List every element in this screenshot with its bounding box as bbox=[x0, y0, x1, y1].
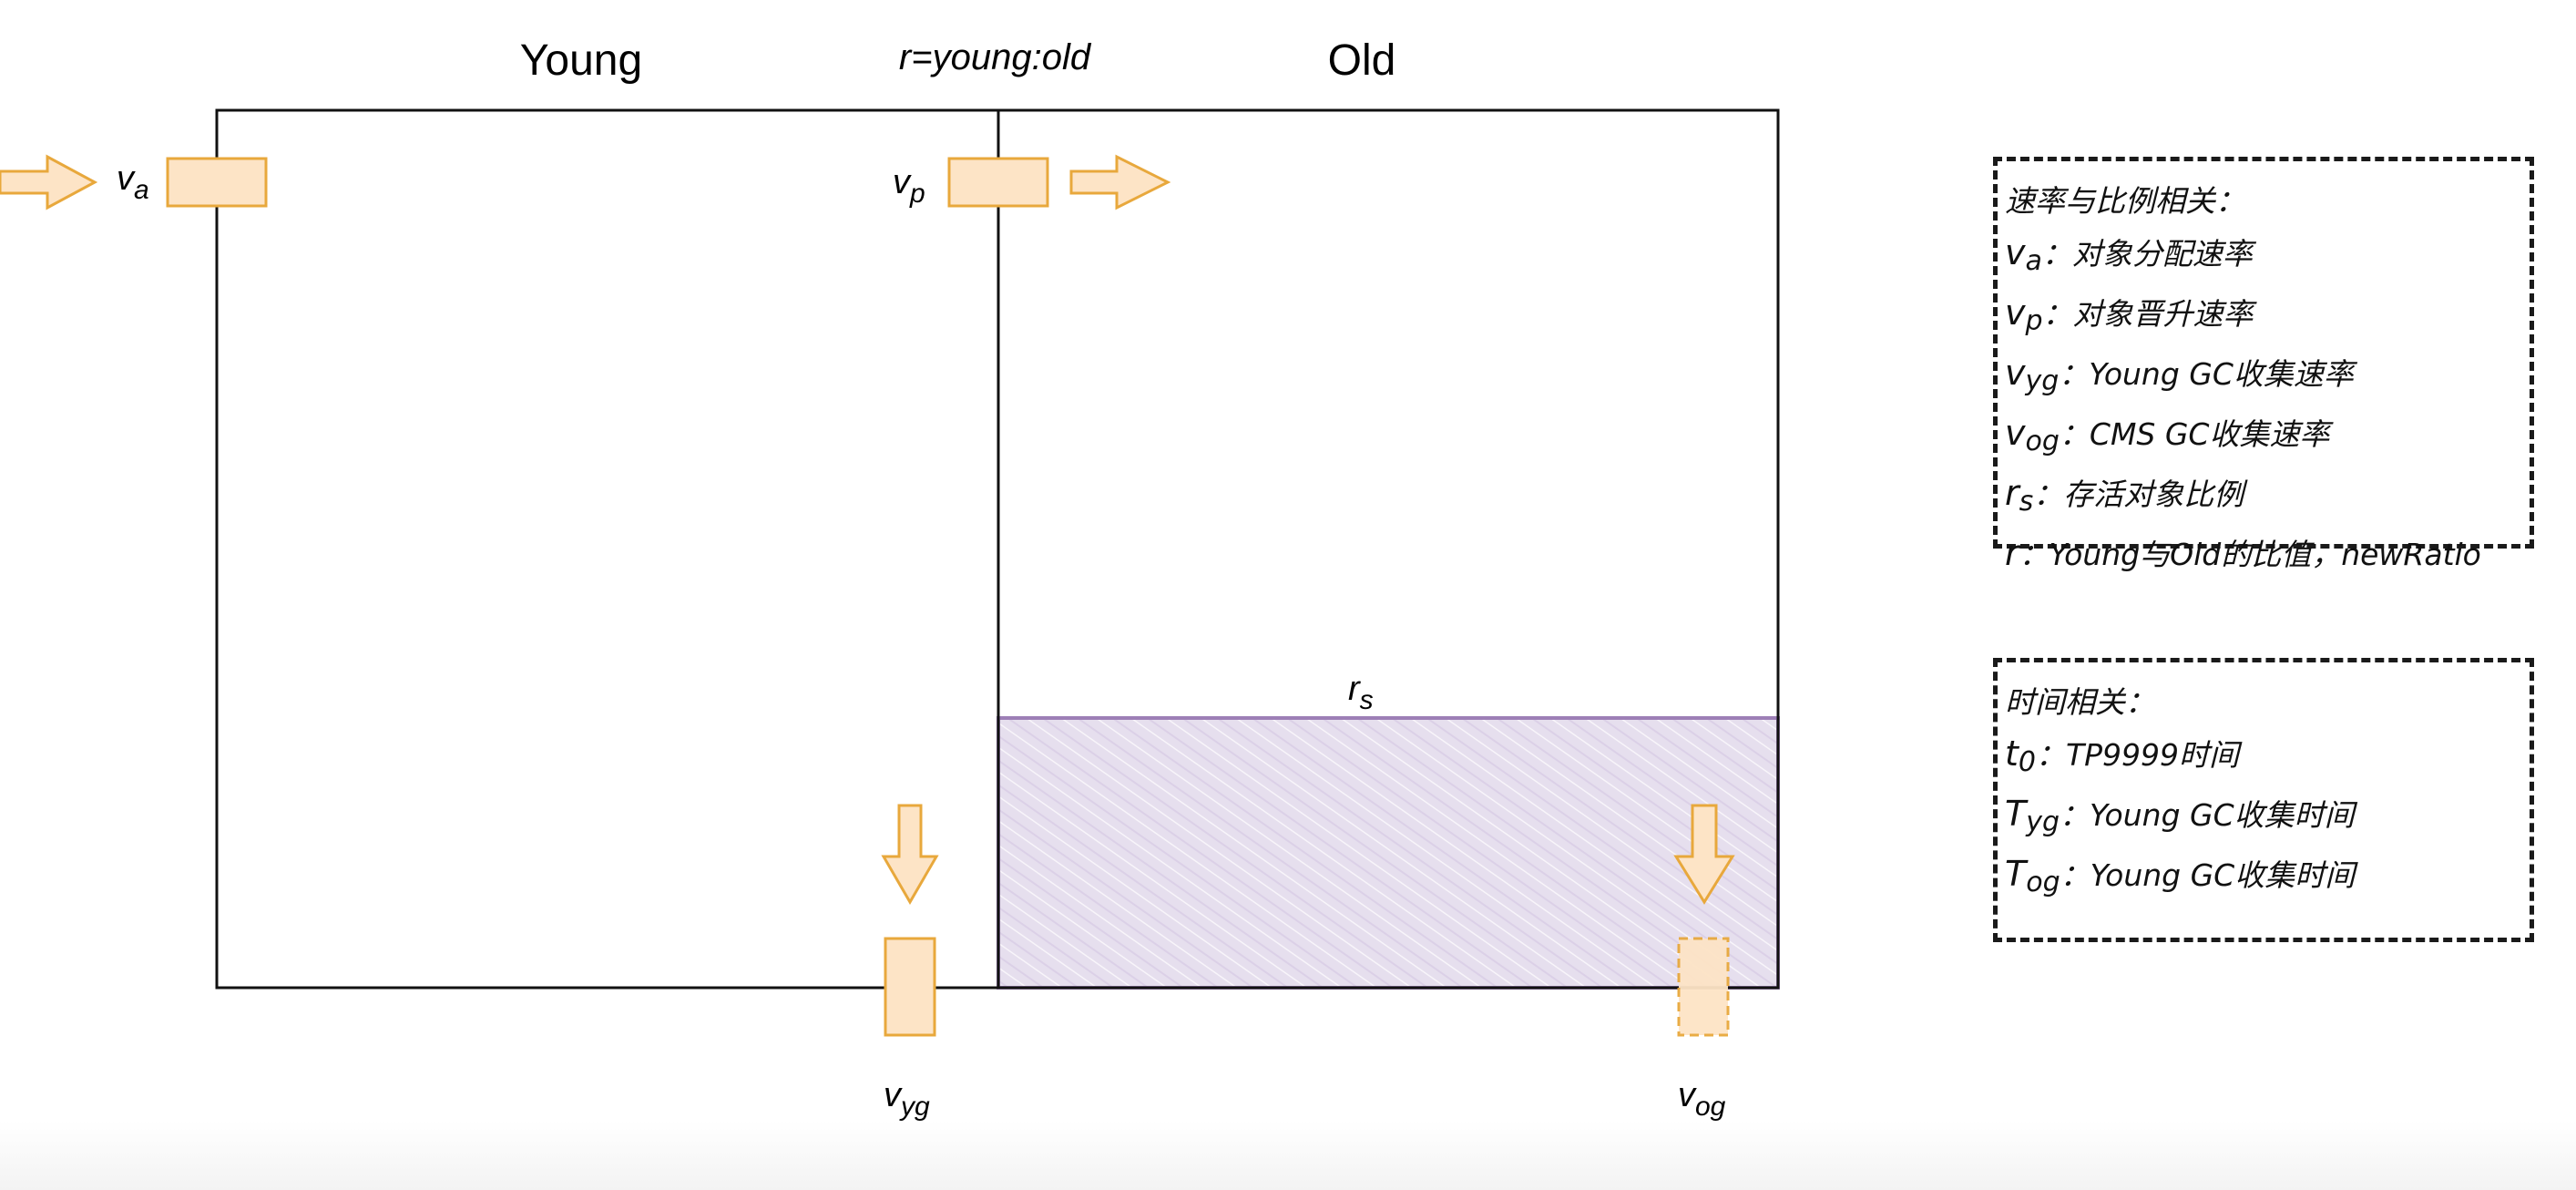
legend-row-vp: vp：对象晋升速率 bbox=[2005, 292, 2254, 337]
arrow-right-icon bbox=[0, 154, 98, 210]
old-heading: Old bbox=[1328, 36, 1396, 85]
vp-label: vp bbox=[893, 163, 925, 209]
legend-row-r: r：Young与Old的比值，newRatio bbox=[2005, 533, 2481, 573]
legend-time: 时间相关： t0：TP9999时间 Tyg：Young GC收集时间 Tog：Y… bbox=[1993, 658, 2534, 942]
legend-row-vyg: vyg：Young GC收集速率 bbox=[2005, 353, 2354, 397]
arrow-right-icon bbox=[1069, 154, 1171, 210]
bottom-shade bbox=[0, 1121, 2576, 1190]
legend-rates: 速率与比例相关： va：对象分配速率 vp：对象晋升速率 vyg：Young G… bbox=[1993, 157, 2534, 573]
vp-block bbox=[947, 157, 1049, 208]
vog-block bbox=[1677, 937, 1730, 1037]
young-region bbox=[215, 108, 1000, 990]
legend-row-va: va：对象分配速率 bbox=[2005, 232, 2253, 277]
young-heading: Young bbox=[520, 36, 642, 85]
vog-label: vog bbox=[1678, 1076, 1726, 1122]
arrow-down-icon bbox=[881, 804, 939, 905]
old-region bbox=[997, 108, 1780, 990]
legend-rates-title: 速率与比例相关： bbox=[2005, 183, 2245, 219]
legend-time-title: 时间相关： bbox=[2005, 684, 2155, 720]
vyg-block bbox=[884, 937, 936, 1037]
legend-row-tyg: Tyg：Young GC收集时间 bbox=[2005, 794, 2355, 838]
legend-row-vog: vog：CMS GC收集速率 bbox=[2005, 413, 2330, 457]
legend-row-tog: Tog：Young GC收集时间 bbox=[2005, 854, 2356, 898]
vyg-label: vyg bbox=[884, 1076, 930, 1122]
va-label: va bbox=[117, 159, 149, 205]
ratio-heading: r=young:old bbox=[899, 37, 1092, 77]
legend-row-t0: t0：TP9999时间 bbox=[2005, 733, 2240, 778]
survivor-region bbox=[997, 716, 1780, 990]
rs-label: rs bbox=[1348, 670, 1374, 715]
arrow-down-icon bbox=[1673, 804, 1735, 905]
legend-row-rs: rs：存活对象比例 bbox=[2005, 473, 2244, 518]
va-block bbox=[166, 157, 268, 208]
